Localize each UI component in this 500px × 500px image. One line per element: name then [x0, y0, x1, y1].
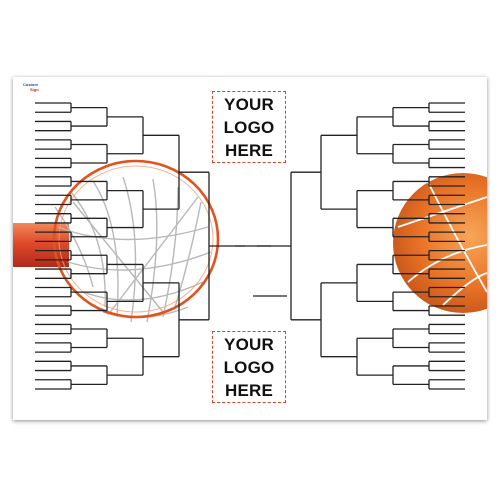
logo-text-line: HERE [224, 380, 274, 400]
logo-text-line: HERE [224, 140, 274, 160]
logo-text-line: LOGO [223, 357, 275, 377]
logo-text-line: YOUR [224, 334, 274, 354]
bracket-poster: Custom Sign YOUR LOGO HERE YOUR LOGO HER… [13, 77, 487, 420]
brand-line-1: Custom [23, 82, 38, 87]
logo-text-line: YOUR [224, 94, 274, 114]
hoop-rim [52, 159, 220, 319]
logo-placeholder-top: YOUR LOGO HERE [212, 91, 286, 163]
bracket-lines [35, 102, 465, 390]
tournament-bracket [13, 102, 487, 390]
logo-placeholder-bottom: YOUR LOGO HERE [212, 331, 286, 403]
brand-logo: Custom Sign [23, 83, 49, 93]
brand-line-2: Sign [30, 87, 39, 92]
logo-text-line: LOGO [223, 117, 275, 137]
